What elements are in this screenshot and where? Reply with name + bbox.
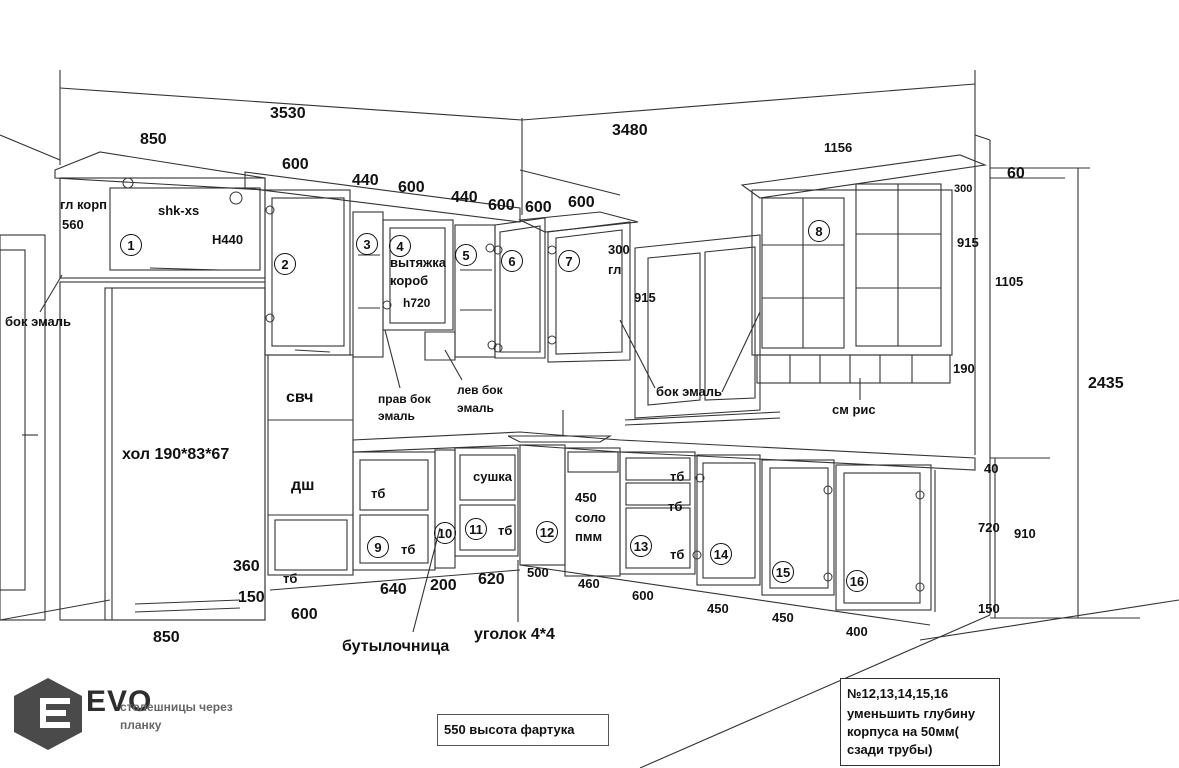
dim-150-right: 150 [978,601,1000,616]
cabinet-number-8: 8 [808,220,830,242]
depth-note-line-4: сзади трубы) [847,742,933,757]
dim-640: 640 [380,581,407,598]
cabinet-number-7: 7 [558,250,580,272]
label-solo: соло [575,510,606,525]
dim-150-bottom: 150 [238,589,265,606]
dim-190: 190 [953,361,975,376]
cabinet-number-1: 1 [120,234,142,256]
dim-600-base: 600 [632,588,654,603]
label-sm-ris: см рис [832,402,876,417]
apron-note-box: 550 высота фартука [437,714,609,746]
label-lev-bok: лев бок [457,383,503,397]
label-h720: h720 [403,296,431,310]
label-shk-xs: shk-xs [158,203,200,218]
label-sushka: сушка [473,469,513,484]
label-tb-1: тб [371,486,386,501]
depth-note-line-1: №12,13,14,15,16 [847,686,949,701]
label-bok-emal-left: бок эмаль [5,314,72,329]
label-pmm: пмм [575,529,603,544]
label-korob: короб [390,273,429,288]
cabinet-number-6: 6 [501,250,523,272]
label-tb-6: тб [670,547,685,562]
dim-850-bottom: 850 [153,629,180,646]
cabinet-number-13: 13 [630,535,652,557]
cabinet-number-5: 5 [455,244,477,266]
dim-440-a: 440 [352,172,379,189]
dim-1105: 1105 [995,274,1024,289]
dim-450-b: 450 [772,610,794,625]
dim-620: 620 [478,571,505,588]
dim-720: 720 [978,520,1000,535]
label-emal-1: эмаль [378,409,415,423]
label-tb-2: тб [401,542,416,557]
label-prav-bok: прав бок [378,392,431,406]
dim-60: 60 [1007,165,1025,182]
label-tb-7: тб [283,571,298,586]
countertop-note-line-1: столешницы через [120,700,233,714]
label-gl: гл [608,262,622,277]
cabinet-number-10: 10 [434,522,456,544]
label-gl-korp: гл корп [60,197,108,212]
label-vytyazhka: вытяжка [390,255,446,270]
dim-40: 40 [984,461,999,476]
dim-915-left: 915 [634,290,656,305]
label-solo-450: 450 [575,490,597,505]
label-dsh: дш [291,477,315,494]
dim-600-e: 600 [568,194,595,211]
cabinet-number-14: 14 [710,543,732,565]
dim-1156: 1156 [824,140,853,155]
dim-300-top: 300 [954,183,973,195]
depth-note-line-3: корпуса на 50мм( [847,724,959,739]
label-tb-5: тб [668,499,683,514]
label-fridge: хол 190*83*67 [122,446,230,463]
cabinet-number-15: 15 [772,561,794,583]
apron-note: 550 высота фартука [444,722,575,737]
dim-400: 400 [846,624,868,639]
dim-460: 460 [578,576,600,591]
cabinet-number-12: 12 [536,521,558,543]
label-tb-3: тб [498,523,513,538]
dim-440-b: 440 [451,189,478,206]
label-bok-emal-right: бок эмаль [656,384,723,399]
dim-600-c: 600 [488,197,515,214]
label-gl-korp-560: 560 [62,217,84,232]
label-butylochnitsa: бутылочница [342,638,450,655]
label-emal-2: эмаль [457,401,494,415]
cabinet-number-2: 2 [274,253,296,275]
cabinet-number-16: 16 [846,570,868,592]
countertop-note-line-2: планку [120,718,162,732]
label-tb-4: тб [670,469,685,484]
dim-600-bottom: 600 [291,606,318,623]
dim-450-a: 450 [707,601,729,616]
dim-300-gl: 300 [608,242,630,257]
dim-2435: 2435 [1088,375,1124,392]
dim-total-right: 3480 [612,122,648,139]
dim-total-left: 3530 [270,105,306,122]
dim-600-d: 600 [525,199,552,216]
dim-360: 360 [233,558,260,575]
dim-850-top: 850 [140,131,167,148]
depth-note-box: №12,13,14,15,16 уменьшить глубину корпус… [840,678,1000,766]
label-h440: H440 [212,232,244,247]
evo-logo: EVO [86,685,153,718]
cabinet-number-4: 4 [389,235,411,257]
dim-910: 910 [1014,526,1036,541]
dim-200: 200 [430,577,457,594]
label-ugolok: уголок 4*4 [474,626,555,643]
cabinet-number-11: 11 [465,518,487,540]
dim-915-right: 915 [957,235,979,250]
depth-note-line-2: уменьшить глубину [847,706,976,721]
cabinet-number-3: 3 [356,233,378,255]
label-svch: свч [286,389,314,406]
dim-600-a: 600 [282,156,309,173]
dim-600-b: 600 [398,179,425,196]
dim-500: 500 [527,565,549,580]
cabinet-number-9: 9 [367,536,389,558]
